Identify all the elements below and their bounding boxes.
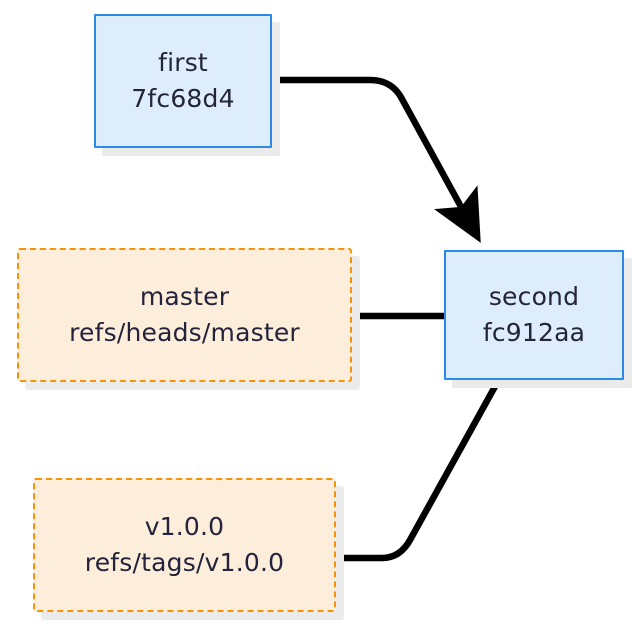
- ref-tag-title: v1.0.0: [144, 512, 225, 541]
- edge-first-to-second: [272, 76, 481, 243]
- edge-tag-to-second: [336, 379, 501, 562]
- ref-master-path: refs/heads/master: [69, 318, 300, 347]
- commit-first-title: first: [158, 48, 208, 77]
- ref-node-tag[interactable]: v1.0.0 refs/tags/v1.0.0: [33, 478, 336, 612]
- ref-node-master[interactable]: master refs/heads/master: [17, 248, 352, 382]
- ref-master-title: master: [139, 282, 230, 311]
- commit-node-second[interactable]: second fc912aa: [444, 250, 624, 380]
- ref-tag-path: refs/tags/v1.0.0: [84, 548, 285, 577]
- commit-second-hash: fc912aa: [482, 318, 586, 347]
- commit-first-hash: 7fc68d4: [131, 84, 235, 113]
- commit-second-title: second: [488, 282, 580, 311]
- commit-node-first[interactable]: first 7fc68d4: [94, 14, 272, 148]
